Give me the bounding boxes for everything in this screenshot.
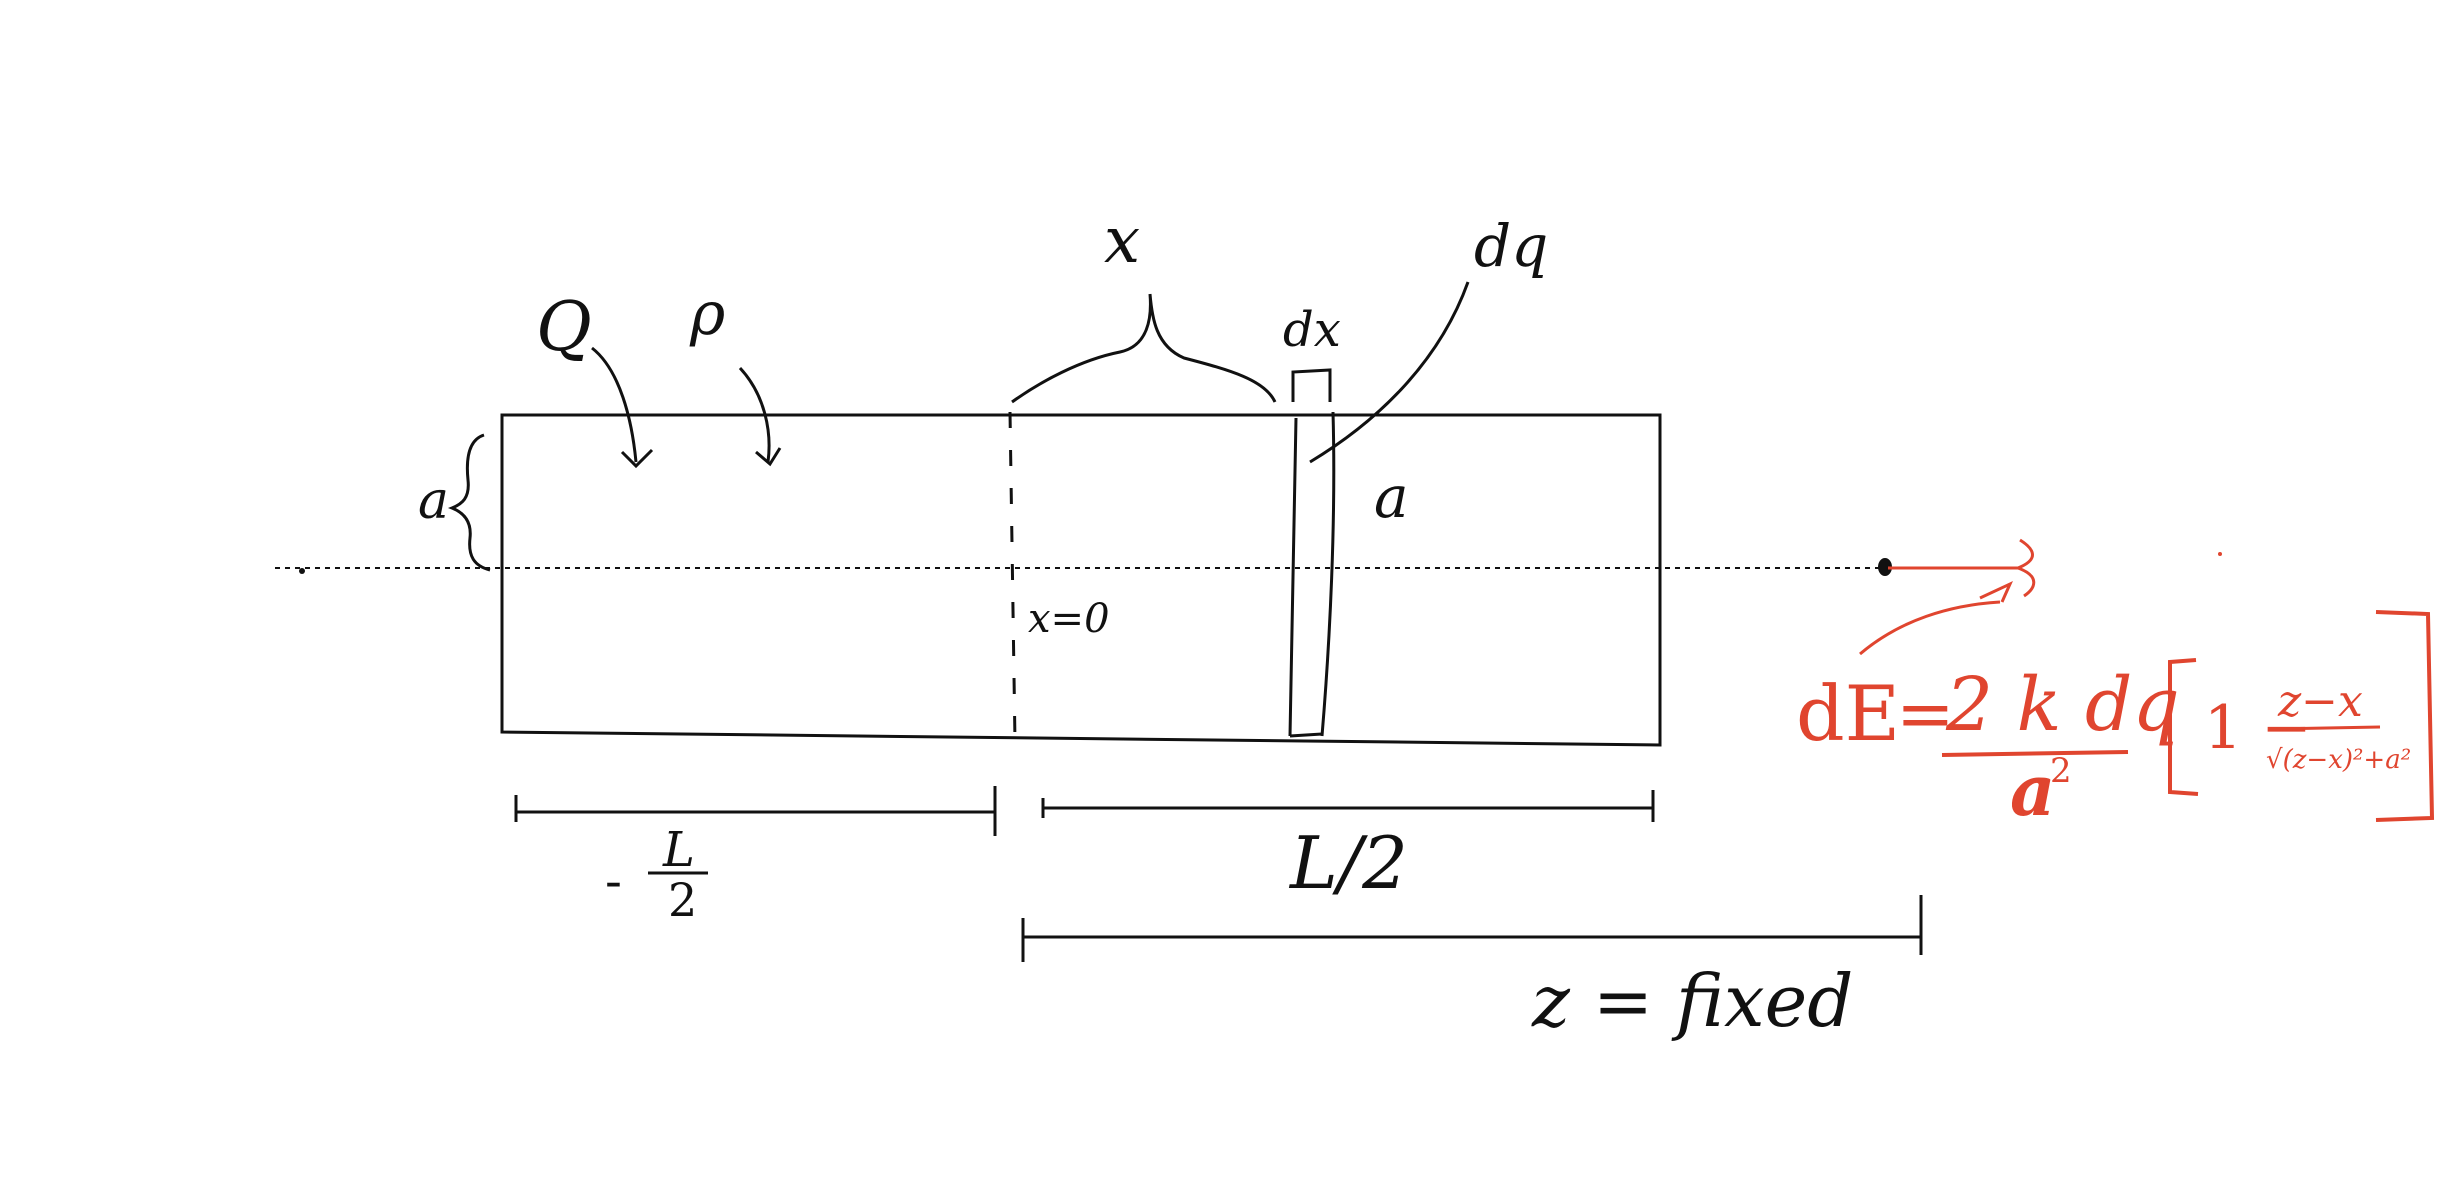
formula-lhs: dE — [1796, 669, 1900, 758]
dim-z — [1021, 895, 1923, 962]
dq-slice — [1288, 411, 1336, 738]
label-x: x — [1104, 204, 1140, 278]
cylinder-outline — [500, 413, 1662, 747]
label-minus: - — [605, 852, 622, 910]
axis-start-dot — [299, 568, 305, 574]
dq-pointer-line — [1309, 281, 1470, 464]
label-origin: x=0 — [1028, 596, 1110, 642]
label-L: L — [662, 822, 695, 878]
origin-dashed-line — [1008, 411, 1017, 743]
label-radius-right: a — [1374, 463, 1409, 531]
rho-arrow — [738, 366, 782, 467]
formula-inner-bar — [2271, 725, 2381, 731]
formula-frac-num: z−x — [2277, 676, 2363, 727]
formula-frac-den: √(z−x)²+a² — [2266, 745, 2411, 775]
field-arrow — [1888, 538, 2036, 598]
q-arrow — [591, 346, 654, 469]
dim-right — [1041, 790, 1655, 822]
label-L-half: L/2 — [1288, 821, 1408, 905]
bracket-left — [2168, 658, 2199, 796]
label-radius-left: a — [418, 471, 449, 531]
label-dx: dx — [1283, 302, 1341, 358]
formula-numerator: 2 k dq — [1945, 662, 2180, 748]
formula-eq: = — [1896, 673, 1955, 755]
dim-left — [514, 786, 997, 836]
formula-pointer — [1859, 580, 2013, 656]
bracket-right — [2375, 610, 2435, 822]
radius-brace — [447, 433, 491, 572]
stray-mark — [2218, 552, 2222, 556]
label-dq: dq — [1474, 212, 1548, 280]
formula-main-bar — [1941, 750, 2129, 757]
field-formula: dE = 2 k dq a 2 1 − z−x √(z−x)²+a² — [1796, 610, 2435, 832]
formula-denominator: a — [2010, 749, 2055, 832]
x-brace — [1011, 293, 1277, 404]
label-z-fixed: z = fixed — [1531, 959, 1853, 1043]
label-density: ρ — [689, 279, 725, 349]
formula-denominator-exp: 2 — [2050, 751, 2072, 791]
field-point — [1878, 558, 1892, 576]
label-two: 2 — [668, 873, 697, 927]
dx-bracket — [1291, 368, 1332, 402]
label-charge: Q — [536, 288, 592, 367]
